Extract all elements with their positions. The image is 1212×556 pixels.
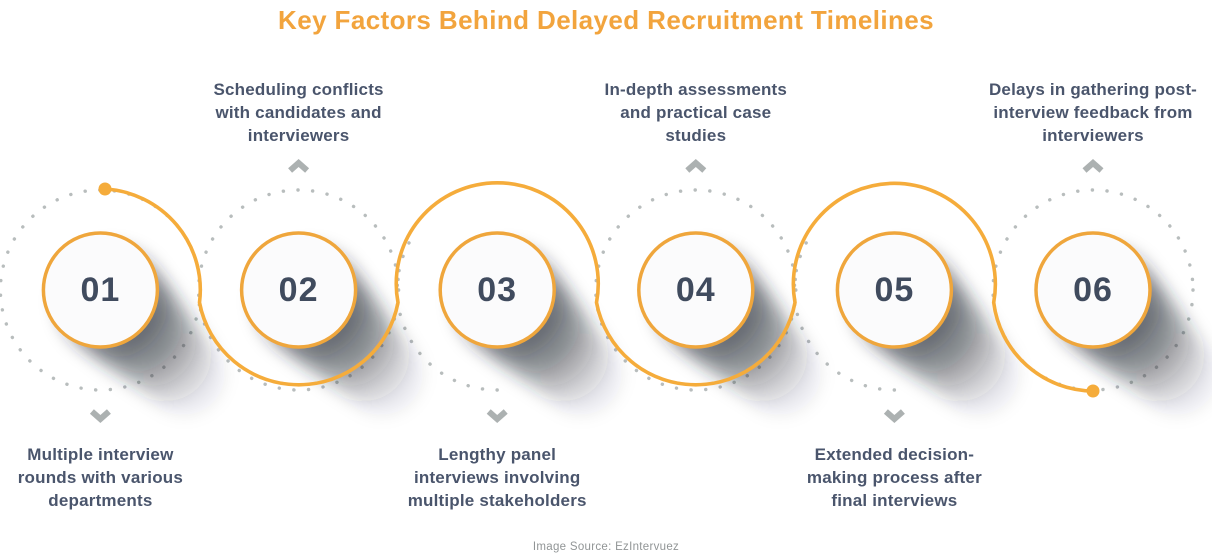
- step-disc-2: [239, 231, 358, 349]
- dotted-ring-step5: [792, 235, 897, 392]
- step-label-line: Delays in gathering post-: [988, 80, 1198, 99]
- step-number-4: 04: [675, 270, 716, 309]
- dotted-ring-step3: [395, 235, 499, 392]
- dotted-ring-step4: [594, 188, 798, 392]
- step-label-line: Extended decision-: [814, 445, 975, 464]
- step-label-line: with candidates and: [215, 103, 382, 122]
- step-label-line: In-depth assessments: [604, 80, 788, 99]
- step-label-line: interview feedback from: [993, 103, 1193, 122]
- chevron-up-icon: [1082, 158, 1104, 173]
- step-label-line: making process after: [806, 468, 982, 487]
- dotted-ring-step6: [991, 188, 1195, 392]
- step-label-line: multiple stakeholders: [407, 491, 587, 510]
- step-label-1: Multiple interview rounds with various d…: [0, 443, 225, 512]
- chevron-down-icon: [89, 409, 111, 424]
- step-disc-4: [637, 231, 755, 349]
- start-dot-icon: [98, 182, 112, 196]
- step-label-4: In-depth assessments and practical case …: [571, 78, 821, 147]
- step-number-3: 03: [477, 270, 518, 309]
- step-label-line: final interviews: [831, 491, 958, 510]
- chevron-down-icon: [883, 409, 905, 424]
- step-number-2: 02: [278, 270, 319, 309]
- end-dot-icon: [1086, 384, 1100, 398]
- step-label-2: Scheduling conflicts with candidates and…: [174, 78, 424, 147]
- pointer-chevrons: [89, 158, 1104, 424]
- step-number-1: 01: [80, 270, 121, 309]
- image-source-caption: Image Source: EzIntervuez: [532, 541, 680, 553]
- chevron-up-icon: [288, 158, 310, 173]
- dotted-ring-step2: [196, 188, 401, 392]
- step-disc-1: [41, 231, 160, 349]
- step-label-line: rounds with various: [17, 468, 184, 487]
- step-disc-3: [438, 231, 556, 349]
- step-label-line: interviews involving: [413, 468, 581, 487]
- step-number-6: 06: [1073, 270, 1113, 309]
- step-label-line: Lengthy panel: [438, 445, 557, 464]
- step-label-line: Scheduling conflicts: [213, 80, 384, 99]
- step-discs: [41, 231, 1152, 349]
- page-title: Key Factors Behind Delayed Recruitment T…: [278, 5, 934, 35]
- step-label-line: studies: [665, 126, 727, 145]
- step-label-3: Lengthy panel interviews involving multi…: [372, 443, 622, 512]
- step-number-5: 05: [874, 270, 915, 309]
- step-label-line: departments: [48, 491, 153, 510]
- step-label-line: and practical case: [620, 103, 772, 122]
- step-label-5: Extended decision- making process after …: [769, 443, 1019, 512]
- step-label-6: Delays in gathering post- interview feed…: [968, 78, 1212, 147]
- chevron-down-icon: [486, 409, 508, 424]
- step-disc-6: [1034, 231, 1152, 349]
- step-label-line: interviewers: [1042, 126, 1144, 145]
- chevron-up-icon: [685, 158, 707, 173]
- timeline-path: [103, 181, 1095, 393]
- step-label-line: Multiple interview: [27, 445, 174, 464]
- step-label-line: interviewers: [247, 126, 350, 145]
- step-disc-5: [835, 231, 954, 349]
